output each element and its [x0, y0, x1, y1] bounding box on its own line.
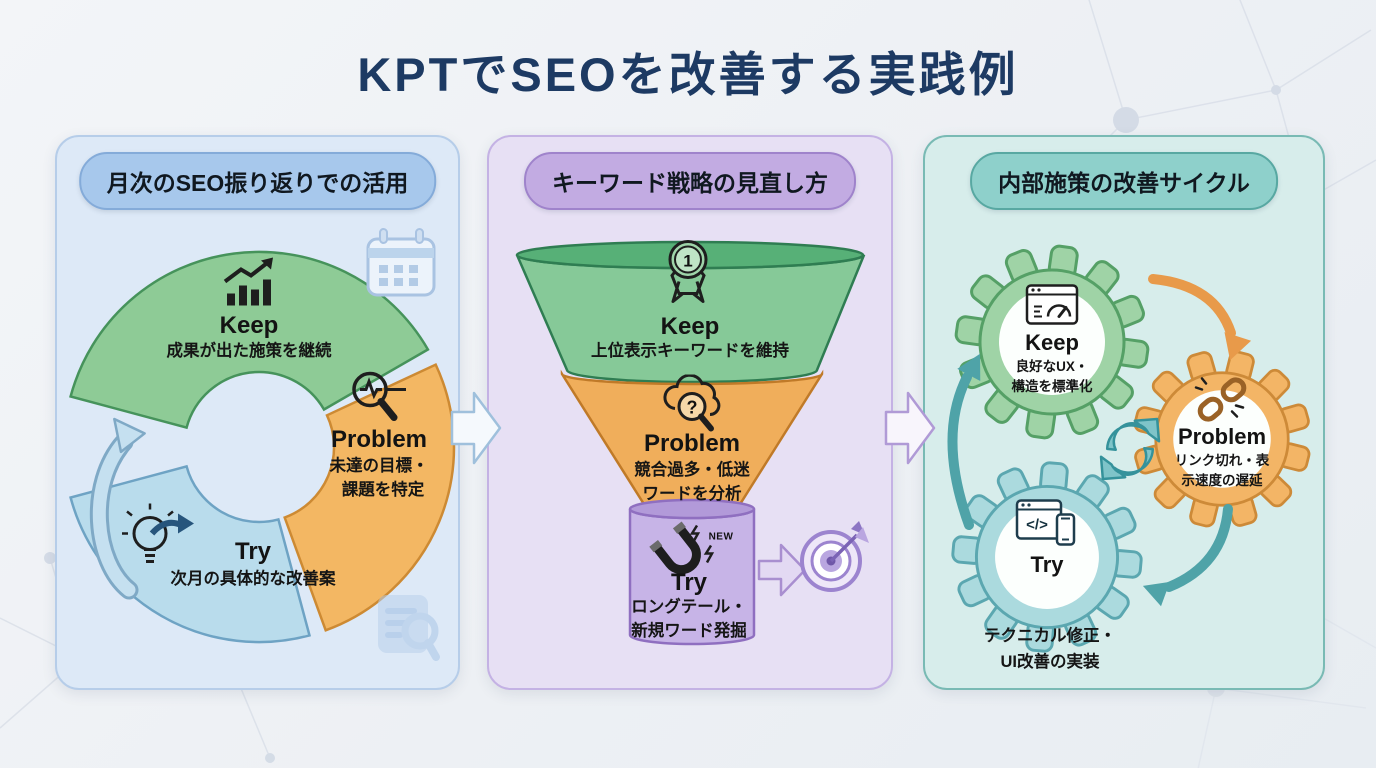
monthly-problem-desc-2: 課題を特定: [341, 481, 425, 500]
keyword-problem-desc-2: ワードを分析: [642, 485, 742, 504]
code-window-mobile-icon: </>: [1015, 499, 1076, 546]
cycle-try-arc: [69, 464, 312, 644]
target-dart-icon: [800, 521, 869, 592]
internal-try-icon-wrap: </>: [1015, 497, 1079, 554]
calendar-icon: [366, 228, 436, 297]
monthly-problem-desc-1: 未達の目標・: [329, 457, 429, 476]
keyword-keep-label: Keep: [660, 313, 720, 340]
internal-problem-icon-wrap: [1192, 376, 1252, 429]
keyword-funnel-diagram: [515, 240, 869, 646]
monthly-try-icon-wrap: [120, 500, 198, 581]
magnet-icon: [649, 521, 715, 575]
keyword-try-label: Try: [670, 569, 708, 596]
panel-internal-measures: 内部施策の改善サイクル: [923, 135, 1325, 690]
browser-speedometer-icon: [1025, 284, 1079, 325]
refresh-cycle-icon: [1099, 417, 1161, 481]
broken-chain-icon: [1194, 377, 1247, 422]
funnel-output-arrow: [757, 543, 807, 597]
cycle-return-arrow: [89, 417, 146, 600]
monthly-keep-label: Keep: [219, 312, 279, 339]
badge-number: 1: [683, 252, 692, 271]
keyword-problem-icon-wrap: ?: [659, 373, 725, 440]
arrow-try-to-keep: [947, 353, 981, 530]
flow-arrow-keyword-to-internal: [884, 391, 936, 465]
magnifier-pulse-icon: [352, 371, 406, 421]
keyword-keep-icon-wrap: 1: [659, 236, 717, 315]
cloud-question-icon: ?: [663, 373, 721, 432]
internal-problem-desc-2: 示速度の遅延: [1181, 473, 1263, 489]
code-glyph: </>: [1026, 517, 1048, 534]
internal-try-label: Try: [1030, 552, 1064, 577]
internal-keep-label: Keep: [1025, 330, 1079, 355]
internal-keep-desc-1: 良好なUX・: [1015, 359, 1089, 375]
panel-monthly-retrospective: 月次のSEO振り返りでの活用: [55, 135, 460, 690]
internal-footer-line-2: UI改善の実装: [1000, 653, 1100, 672]
monthly-keep-desc: 成果が出た施策を継続: [166, 342, 332, 361]
monthly-problem-label: Problem: [330, 426, 428, 453]
ribbon-badge-icon: 1: [668, 240, 708, 303]
cycle-problem-arc: [283, 362, 456, 632]
keyword-try-new-tag: NEW: [708, 531, 734, 543]
arrow-keep-to-problem: [1148, 274, 1252, 361]
panel-monthly-header: 月次のSEO振り返りでの活用: [78, 152, 437, 210]
internal-problem-desc-1: リンク切れ・表: [1174, 453, 1270, 469]
page-title: KPTでSEOを改善する実践例: [357, 48, 1019, 101]
kpt-cycle-diagram: [69, 250, 456, 644]
keyword-try-desc-2: 新規ワード発掘: [631, 622, 747, 641]
keyword-try-desc-1: ロングテール・: [631, 598, 747, 617]
document-search-watermark: [378, 595, 440, 661]
keyword-keep-desc: 上位表示キーワードを維持: [591, 342, 789, 361]
keyword-problem-label: Problem: [643, 430, 741, 457]
panel-internal-header: 内部施策の改善サイクル: [970, 152, 1278, 210]
gear-cycle-diagram: [925, 137, 1325, 690]
internal-problem-label: Problem: [1177, 424, 1267, 449]
internal-keep-icon-wrap: [1024, 283, 1080, 332]
internal-footer-line-1: テクニカル修正・: [984, 627, 1116, 646]
svg-text:?: ?: [687, 398, 698, 418]
monthly-problem-icon-wrap: [342, 368, 412, 433]
keyword-problem-desc-1: 競合過多・低迷: [634, 461, 750, 480]
internal-keep-desc-2: 構造を標準化: [1011, 379, 1093, 395]
monthly-try-desc: 次月の具体的な改善案: [170, 570, 336, 589]
lightbulb-idea-icon: [122, 503, 194, 563]
keyword-try-icon-wrap: [645, 520, 727, 587]
monthly-keep-icon-wrap: [217, 256, 281, 315]
growth-chart-icon: [223, 257, 273, 306]
panel-keyword-strategy: キーワード戦略の見直し方 1 Keep 上: [487, 135, 893, 690]
arrow-problem-to-try: [1142, 504, 1233, 607]
cycle-keep-arc: [69, 250, 430, 430]
monthly-try-label: Try: [234, 538, 272, 565]
panel-keyword-header: キーワード戦略の見直し方: [524, 152, 856, 210]
flow-arrow-monthly-to-keyword: [450, 391, 502, 465]
